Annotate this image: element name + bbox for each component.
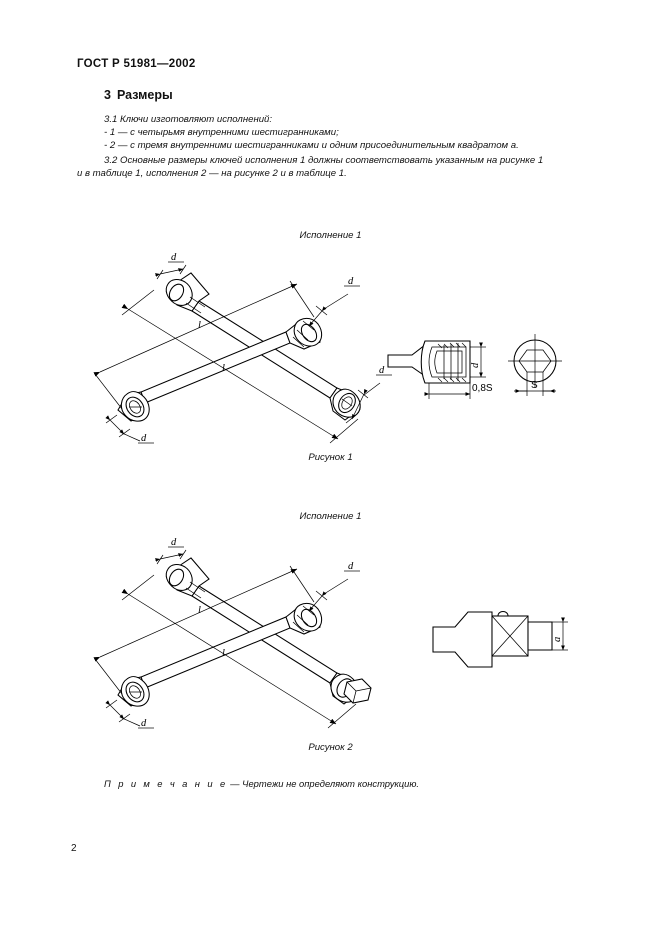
svg-text:l: l [198, 605, 201, 616]
dimension2-l-bar-a: l [121, 574, 357, 729]
figure2-caption: Рисунок 2 [308, 742, 353, 753]
figure2-drawing: d d d [0, 524, 661, 740]
svg-text:S: S [531, 380, 538, 391]
standard-header: ГОСТ Р 51981—2002 [77, 58, 196, 70]
svg-text:d: d [379, 365, 385, 376]
dimension-l-bar-a: l [121, 289, 359, 444]
wrench-cross-assembly [117, 272, 361, 422]
section-title: Размеры [116, 88, 173, 102]
figure1-title: Исполнение 1 [299, 230, 362, 241]
svg-text:0,8S: 0,8S [472, 383, 493, 394]
paragraph-item-2: - 2 — с тремя внутренними шестигранникам… [104, 140, 519, 151]
svg-text:d: d [348, 561, 354, 572]
svg-text:l: l [198, 320, 201, 331]
svg-text:a: a [552, 637, 563, 642]
section-number: 3 [104, 88, 111, 102]
dimension-d-upper-left: d [155, 252, 187, 280]
svg-text:d: d [141, 718, 147, 729]
svg-text:d: d [171, 252, 177, 263]
dimension2-l-bar-b: l [93, 565, 315, 695]
dimension-l-bar-b: l [93, 280, 315, 410]
svg-text:d: d [171, 537, 177, 548]
paragraph-3-1: 3.1 Ключи изготовляют исполнений: [104, 114, 273, 125]
svg-text:l: l [222, 648, 225, 659]
note-block: П р и м е ч а н и е — Чертежи не определ… [104, 778, 419, 789]
detail-hex-end-view: S [508, 334, 562, 396]
detail-square-drive: a [432, 610, 568, 668]
paragraph-item-1: - 1 — с четырьмя внутренними шестигранни… [104, 127, 339, 138]
svg-text:d: d [348, 276, 354, 287]
note-dash: — [227, 778, 243, 789]
paragraph-3-2-line2: и в таблице 1, исполнения 2 — на рисунке… [77, 168, 347, 179]
page-number: 2 [71, 843, 77, 854]
svg-text:d: d [470, 362, 481, 368]
section-heading: 3 Размеры [104, 88, 173, 102]
paragraph-3-2-line1: 3.2 Основные размеры ключей исполнения 1… [104, 155, 544, 166]
figure2-title: Исполнение 1 [299, 511, 362, 522]
svg-text:d: d [141, 433, 147, 444]
figure1-caption: Рисунок 1 [308, 452, 353, 463]
detail-socket-section: d 0,8S [387, 340, 493, 399]
dimension2-d-upper-left: d [155, 537, 187, 565]
note-label: П р и м е ч а н и е [104, 778, 228, 789]
dimension-d-lower-right: d [345, 365, 392, 424]
figure1-drawing: d d d [0, 243, 661, 455]
svg-text:l: l [222, 363, 225, 374]
note-text: Чертежи не определяют конструкцию. [242, 778, 420, 789]
